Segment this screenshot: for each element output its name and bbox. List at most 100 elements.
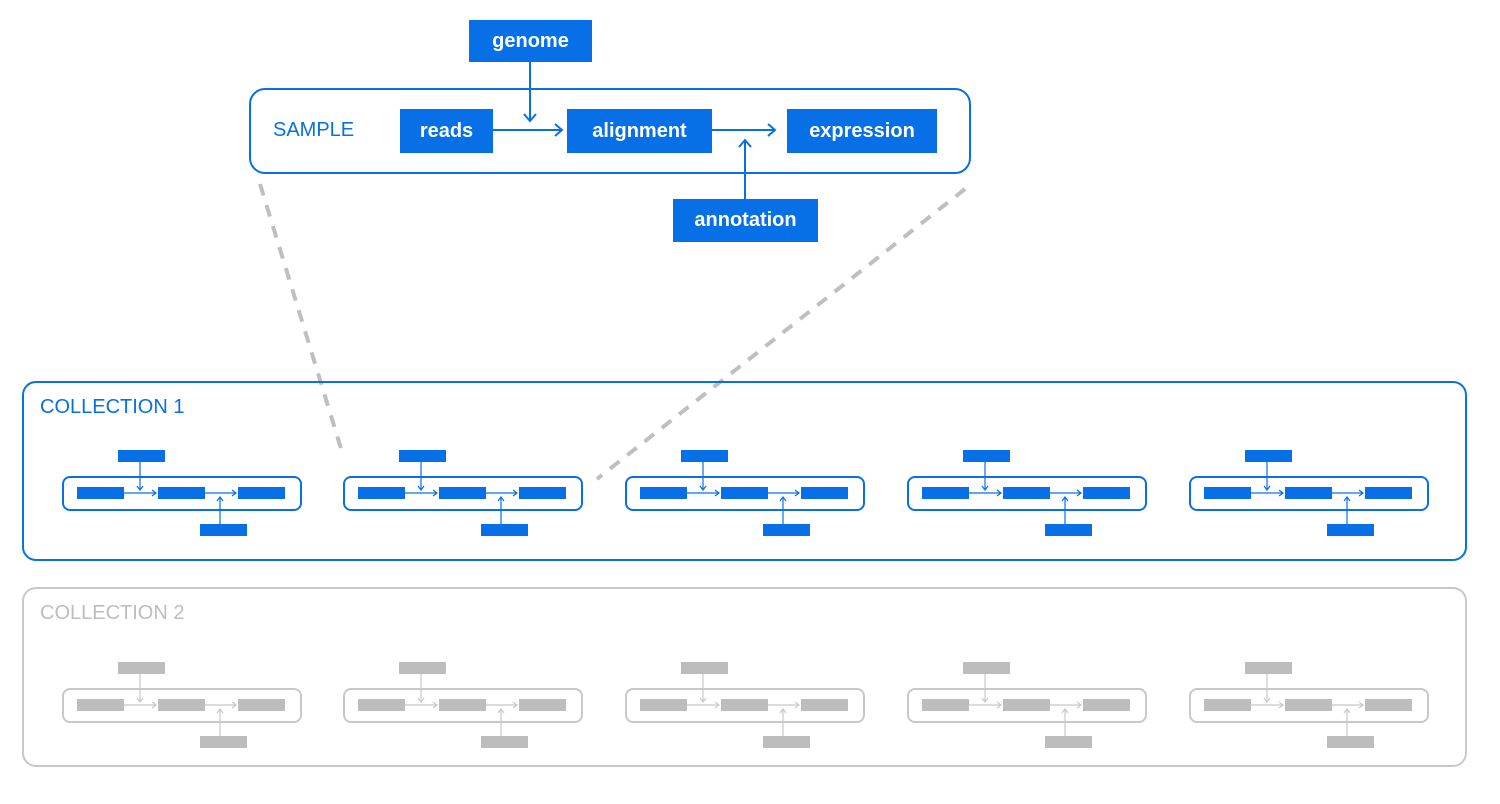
arrowhead-alignment	[767, 123, 777, 137]
thumb-arrowhead	[1076, 489, 1082, 497]
sample-thumbnail-frame	[907, 476, 1147, 511]
thumb-reads	[77, 487, 124, 499]
thumb-arrowhead	[996, 701, 1002, 709]
thumb-annotation	[1045, 524, 1092, 536]
thumb-expression	[519, 487, 566, 499]
thumb-arrowhead	[794, 701, 800, 709]
thumb-arrowhead	[497, 708, 505, 714]
sample-thumbnail-frame	[343, 476, 583, 511]
thumb-arrowhead	[981, 697, 989, 703]
thumb-reads	[358, 487, 405, 499]
thumb-arrowhead	[136, 697, 144, 703]
arrowhead-annotation	[738, 138, 752, 148]
thumb-reads	[1204, 487, 1251, 499]
thumb-arrowhead	[497, 496, 505, 502]
thumb-alignment	[439, 487, 486, 499]
thumb-alignment	[158, 487, 205, 499]
thumb-reads	[640, 487, 687, 499]
thumb-arrowhead	[1358, 489, 1364, 497]
thumb-arrowhead	[1358, 701, 1364, 709]
thumb-reads	[640, 699, 687, 711]
thumb-arrowhead	[417, 485, 425, 491]
thumb-alignment	[1285, 699, 1332, 711]
thumb-arrowhead	[714, 489, 720, 497]
thumb-arrowhead	[699, 485, 707, 491]
thumb-expression	[238, 487, 285, 499]
thumb-arrowhead	[151, 489, 157, 497]
thumb-arrowhead	[1061, 496, 1069, 502]
thumb-expression	[1365, 699, 1412, 711]
thumb-arrowhead	[714, 701, 720, 709]
thumb-arrowhead	[216, 496, 224, 502]
thumb-arrowhead	[779, 496, 787, 502]
thumb-alignment	[439, 699, 486, 711]
thumb-annotation	[481, 736, 528, 748]
thumb-genome	[1245, 662, 1292, 674]
node-alignment: alignment	[567, 109, 712, 153]
thumb-annotation	[481, 524, 528, 536]
thumb-arrowhead	[996, 489, 1002, 497]
thumb-annotation	[1327, 524, 1374, 536]
thumb-annotation	[763, 524, 810, 536]
thumb-arrowhead	[779, 708, 787, 714]
collection-2-panel	[22, 587, 1467, 767]
node-annotation: annotation	[673, 199, 818, 242]
thumb-annotation	[200, 736, 247, 748]
sample-thumbnail-frame	[625, 476, 865, 511]
sample-thumbnail-frame	[1189, 476, 1429, 511]
thumb-annotation	[763, 736, 810, 748]
thumb-alignment	[1003, 487, 1050, 499]
sample-thumbnail-frame	[1189, 688, 1429, 723]
thumb-genome	[963, 450, 1010, 462]
thumb-alignment	[721, 699, 768, 711]
sample-thumbnail-frame	[907, 688, 1147, 723]
collection-1-panel	[22, 381, 1467, 561]
thumb-reads	[358, 699, 405, 711]
arrowhead-reads	[554, 123, 564, 137]
thumb-reads	[77, 699, 124, 711]
thumb-arrowhead	[512, 489, 518, 497]
thumb-arrowhead	[136, 485, 144, 491]
collection-1-title: COLLECTION 1	[40, 396, 185, 418]
node-genome: genome	[469, 20, 592, 62]
thumb-genome	[118, 662, 165, 674]
thumb-genome	[399, 450, 446, 462]
thumb-alignment	[1003, 699, 1050, 711]
thumb-arrowhead	[1343, 496, 1351, 502]
thumb-arrowhead	[151, 701, 157, 709]
sample-panel	[249, 88, 971, 174]
thumb-expression	[519, 699, 566, 711]
thumb-arrowhead	[1278, 701, 1284, 709]
thumb-arrowhead	[432, 489, 438, 497]
thumb-alignment	[158, 699, 205, 711]
thumb-annotation	[200, 524, 247, 536]
thumb-expression	[1365, 487, 1412, 499]
thumb-arrowhead	[1263, 485, 1271, 491]
arrowhead-genome	[523, 113, 537, 123]
thumb-arrowhead	[981, 485, 989, 491]
thumb-genome	[1245, 450, 1292, 462]
thumb-genome	[963, 662, 1010, 674]
thumb-reads	[1204, 699, 1251, 711]
thumb-expression	[238, 699, 285, 711]
sample-title: SAMPLE	[273, 119, 355, 141]
thumb-arrowhead	[1061, 708, 1069, 714]
thumb-reads	[922, 487, 969, 499]
thumb-arrowhead	[231, 701, 237, 709]
node-expression: expression	[787, 109, 937, 153]
thumb-arrowhead	[216, 708, 224, 714]
thumb-expression	[1083, 487, 1130, 499]
sample-thumbnail-frame	[62, 476, 302, 511]
thumb-annotation	[1045, 736, 1092, 748]
sample-thumbnail-frame	[343, 688, 583, 723]
thumb-arrowhead	[1343, 708, 1351, 714]
thumb-genome	[681, 450, 728, 462]
